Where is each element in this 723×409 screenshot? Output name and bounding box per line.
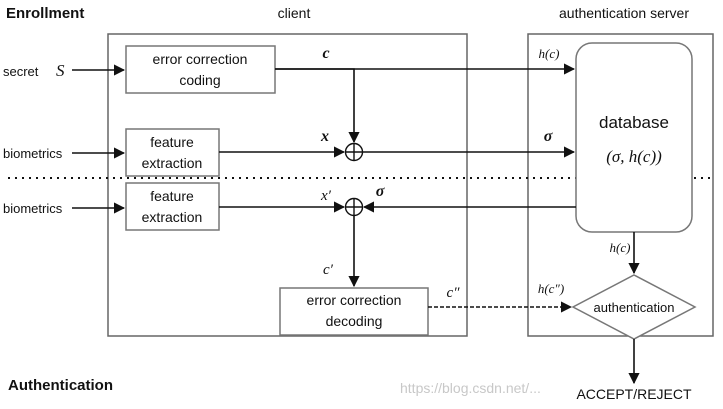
hash-c-double-prime-label: h(c″) [538, 281, 564, 296]
client-frame [107, 33, 468, 337]
hash-c-label: h(c) [539, 46, 560, 61]
ecc-coding-line2: coding [179, 72, 220, 88]
biometrics-auth-label: biometrics [3, 201, 63, 216]
ecc-coding-block [125, 45, 276, 94]
feature-extraction-auth-line2: extraction [142, 209, 203, 225]
feature-extraction-enroll-line1: feature [150, 134, 194, 150]
database-title: database [599, 113, 669, 132]
authentication-label: authentication [594, 300, 675, 315]
c-prime-label: c′ [323, 262, 334, 278]
hash-c-out-label: h(c) [610, 240, 631, 255]
server-frame [527, 33, 714, 337]
feature-extraction-enroll-line2: extraction [142, 155, 203, 171]
sigma-back-label: σ [376, 183, 385, 200]
c-double-prime-label: c″ [447, 285, 461, 301]
ecc-decoding-line1: error correction [307, 292, 402, 308]
ecc-coding-line1: error correction [153, 51, 248, 67]
database-block [575, 42, 693, 233]
secret-symbol: S [56, 61, 65, 80]
biometrics-enroll-label: biometrics [3, 146, 63, 161]
server-label: authentication server [559, 5, 689, 21]
secret-label: secret [3, 64, 39, 79]
x-prime-label: x′ [320, 188, 332, 204]
x-label: x [320, 128, 329, 145]
authentication-heading: Authentication [8, 377, 113, 394]
ecc-decoding-block [279, 287, 429, 336]
feature-extraction-auth-line1: feature [150, 188, 194, 204]
c-label: c [322, 45, 329, 62]
sigma-label: σ [544, 128, 553, 145]
watermark: https://blog.csdn.net/... [400, 380, 541, 396]
output-label: ACCEPT/REJECT [576, 386, 692, 402]
database-contents: (σ, h(c)) [606, 147, 662, 166]
c-to-xor-arrow [275, 68, 360, 144]
ecc-decoding-line2: decoding [326, 313, 383, 329]
enrollment-heading: Enrollment [6, 5, 84, 22]
client-label: client [278, 5, 311, 21]
